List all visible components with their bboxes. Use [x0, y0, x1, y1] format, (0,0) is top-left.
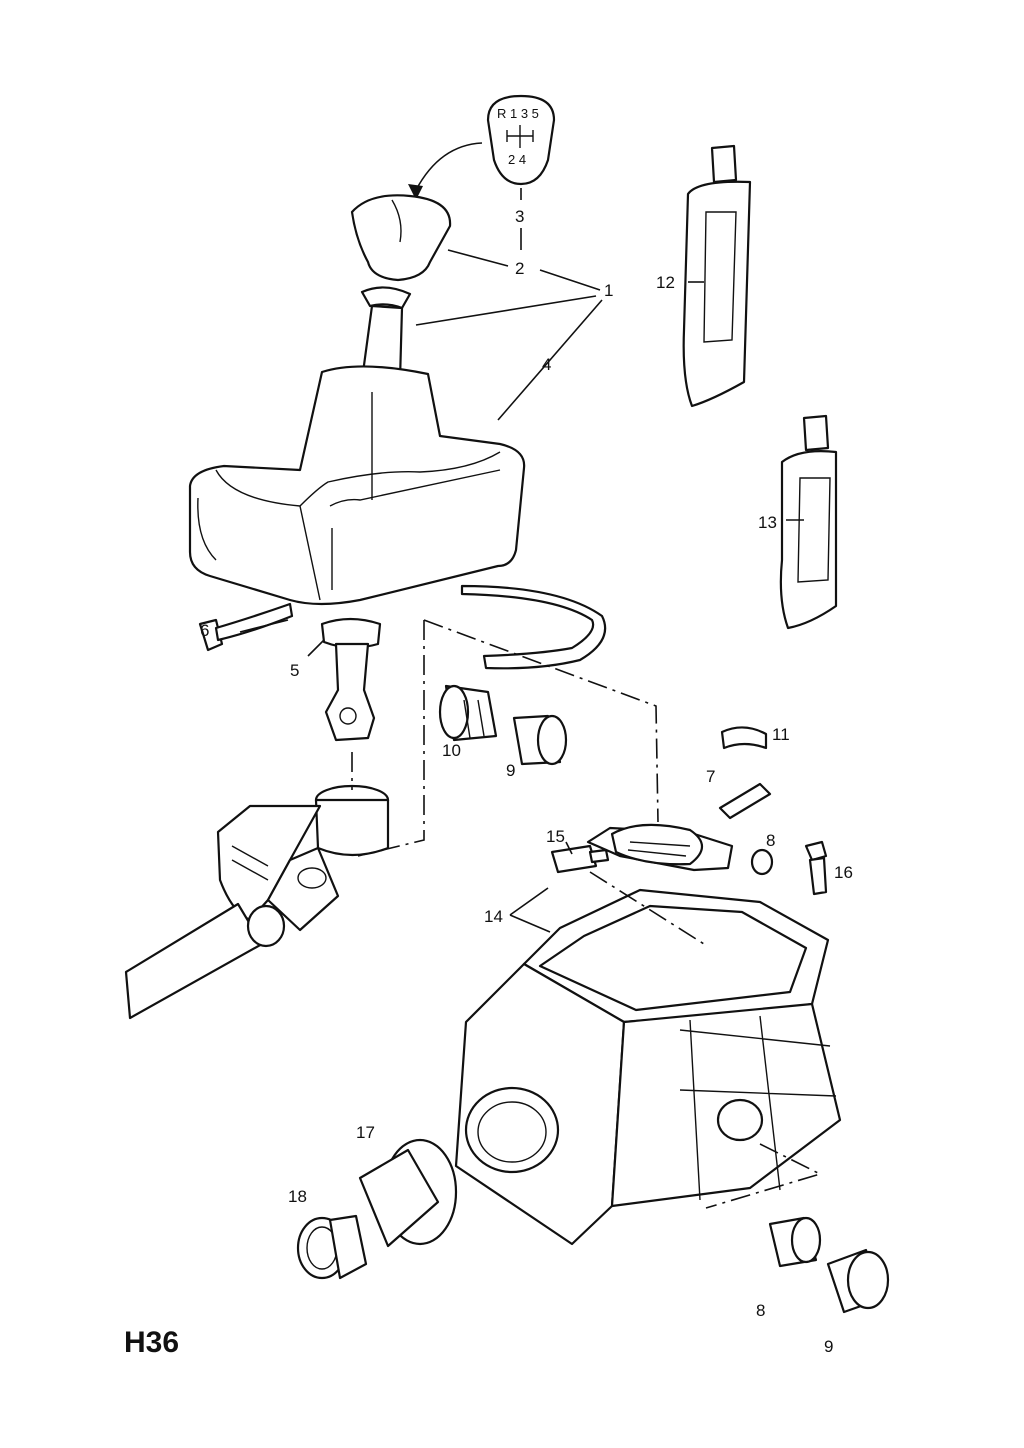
- callout-12: 12: [656, 273, 675, 292]
- housing-bush: [296, 1214, 368, 1280]
- pin-plate: [550, 844, 610, 874]
- callout-1: 1: [604, 281, 613, 300]
- knob-pattern-top: R 1 3 5: [497, 106, 539, 121]
- callout-14: 14: [484, 907, 503, 926]
- callout-5: 5: [290, 661, 299, 680]
- housing-plug: [358, 1138, 458, 1248]
- page-code: H36: [124, 1326, 179, 1359]
- boot-retaining-strap: [460, 584, 607, 670]
- callout-13: 13: [758, 513, 777, 532]
- end-cap: [826, 1248, 890, 1314]
- callout-11: 11: [772, 725, 790, 744]
- callout-18: 18: [288, 1187, 307, 1206]
- small-bush: [768, 1216, 822, 1268]
- callout-6: 6: [200, 621, 209, 640]
- callout-9-upper: 9: [506, 761, 515, 780]
- bush-10: [438, 684, 498, 742]
- callout-3: 3: [515, 207, 524, 226]
- callout-7: 7: [706, 767, 715, 786]
- gear-knob: [350, 194, 452, 282]
- callout-9-lower: 9: [824, 1337, 833, 1356]
- callout-15: 15: [546, 827, 565, 846]
- gearbox-selector-housing: [454, 888, 842, 1246]
- cable-tie: [198, 602, 294, 652]
- knob-shift-pattern-insert: R 1 3 5 2 4: [486, 94, 556, 186]
- insert-arrow: [415, 142, 483, 191]
- arrow-head-icon: [408, 184, 423, 200]
- retaining-clip: [718, 726, 772, 820]
- gear-lever-boot: [188, 365, 526, 606]
- callout-labels: 1 2 3 4 5 6 7 8 8 9 9 10 11 12 13 14 15 …: [200, 207, 853, 1356]
- sealant-tube-13: [779, 414, 838, 630]
- callout-8-lower: 8: [756, 1301, 765, 1320]
- callout-17: 17: [356, 1123, 375, 1142]
- callout-2: 2: [515, 259, 524, 278]
- assembly-lines: [351, 619, 823, 1209]
- callout-8-upper: 8: [766, 831, 775, 850]
- selector-link: [586, 823, 734, 872]
- o-ring: [750, 848, 774, 876]
- callout-4: 4: [542, 355, 551, 374]
- callout-10: 10: [442, 741, 461, 760]
- selector-rod: [124, 902, 286, 1020]
- callout-16: 16: [834, 863, 853, 882]
- selector-housing: [216, 784, 390, 932]
- leader-lines: [239, 188, 804, 933]
- gear-lever-shaft: [360, 286, 412, 382]
- sealant-tube-12: [682, 144, 752, 408]
- bolt: [804, 840, 828, 896]
- knob-pattern-bottom: 2 4: [508, 152, 526, 167]
- bush-9: [512, 714, 568, 766]
- lever-lower-section: [320, 617, 382, 742]
